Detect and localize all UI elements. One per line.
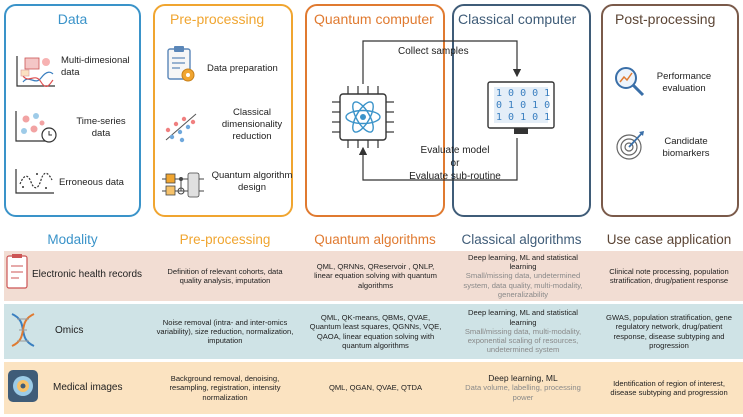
classical-computer-title: Classical computer [458,11,577,27]
cell-images-classical: Deep learning, ML Data volume, labelling… [452,362,594,414]
evaluate-or-label: or [450,158,460,169]
flow-arrows [358,40,522,181]
cell-ehr-classical-main: Deep learning, ML and statistical learni… [468,252,578,272]
performance-magnifier-icon [615,67,645,97]
candidate-biomarker-target-icon [616,131,644,160]
data-item-erroneous: Erroneous data [59,177,124,188]
evaluate-model-label: Evaluate model [420,145,490,156]
cell-ehr-classical: Deep learning, ML and statistical learni… [452,251,594,301]
cell-ehr-preprocessing: Definition of relevant cohorts, data qua… [167,266,283,285]
dna-helix-icon [11,313,35,347]
column-header-modality: Modality [47,232,98,247]
cell-omics-classical: Deep learning, ML and statistical learni… [452,304,594,359]
preprocessing-panel [153,4,293,217]
cell-omics-classical-main: Deep learning, ML and statistical learni… [468,308,578,327]
binary-line-1: 1 0 0 0 1 [496,88,551,99]
health-record-clipboard-icon [6,254,28,289]
postprocessing-panel [601,4,739,217]
quantum-chip-atom-icon [332,86,394,148]
postprocessing-item-biomarkers: Candidate biomarkers [662,136,710,159]
data-panel-title: Data [57,11,88,27]
cell-images-classical-note: Data volume, labelling, processing power [465,383,581,402]
row-label-images: Medical images [53,382,123,393]
postprocessing-item-performance: Performance evaluation [656,71,712,94]
collect-samples-label: Collect samples [398,46,469,57]
preprocessing-item-quantum-algorithm-design: Quantum algorithm design [211,170,293,193]
cell-ehr-classical-note: Small/missing data, undetermined system,… [463,271,583,299]
data-item-time-series: Time-series data [76,116,126,139]
preprocessing-item-data-preparation: Data preparation [207,63,278,74]
time-series-data-icon [15,111,57,143]
binary-line-2: 0 1 0 1 0 [496,100,551,111]
table-row-ehr-background [4,251,743,301]
cell-images-quantum: QML, QGAN, QVAE, QTDA [328,383,423,393]
quantum-algorithm-design-icon [162,172,204,198]
cell-omics-quantum: QML, QK-means, QBMs, QVAE, Quantum least… [309,313,442,350]
multi-dimensional-data-icon [16,56,55,87]
cell-images-usecase: Identification of region of interest, di… [610,378,728,397]
cell-omics-classical-note: Small/missing data, multi-modality, expo… [464,326,582,355]
erroneous-data-icon [15,169,54,194]
cell-ehr-usecase: Clinical note processing, population str… [609,266,729,285]
classical-monitor-icon [487,81,555,134]
quantum-computer-panel [305,4,445,217]
column-header-classical: Classical algorithms [461,232,582,247]
medical-scan-icon [8,370,38,402]
column-header-quantum: Quantum algorithms [314,232,436,247]
cell-ehr-quantum: QML, QRNNs, QReservoir , QNLP, linear eq… [314,262,437,290]
cell-omics-usecase: GWAS, population stratification, gene re… [606,313,732,350]
cell-images-preprocessing: Background removal, denoising, resamplin… [169,374,281,402]
table-row-images-background [4,362,743,414]
column-header-usecase: Use case application [606,232,732,247]
classical-computer-panel [452,4,591,217]
evaluate-subroutine-label: Evaluate sub-routine [409,171,501,182]
row-label-ehr: Electronic health records [32,269,143,280]
postprocessing-panel-title: Post-processing [615,11,716,27]
binary-line-3: 1 0 1 0 1 [496,112,551,123]
dimensionality-reduction-icon [165,113,197,143]
preprocessing-panel-title: Pre-processing [170,11,265,27]
data-panel [4,4,141,217]
row-label-omics: Omics [55,325,84,336]
clipboard-gear-icon [167,46,195,82]
quantum-computer-title: Quantum computer [314,11,434,27]
table-row-omics-background [4,304,743,359]
cell-omics-preprocessing: Noise removal (intra- and inter-omics va… [156,317,294,346]
data-item-multidimensional: Multi-dimesional data [61,55,130,78]
column-header-preprocessing: Pre-processing [179,232,271,247]
cell-images-classical-main: Deep learning, ML [488,373,558,384]
preprocessing-item-dimensionality-reduction: Classical dimensionality reduction [221,107,283,142]
